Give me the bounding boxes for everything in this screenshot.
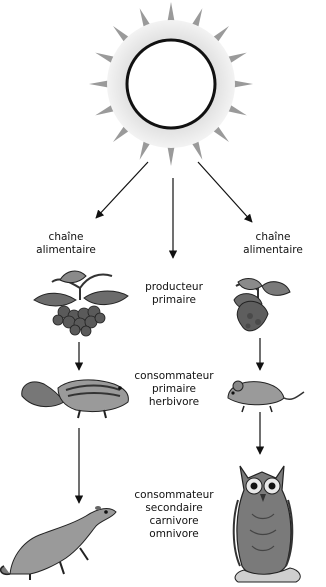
label-line: chaîne [228,231,318,244]
label-line: omnivore [124,528,224,541]
label-line: chaîne [22,231,110,244]
arrow-sun-left [96,162,148,218]
label-line: carnivore [124,515,224,528]
label-line: secondaire [124,502,224,515]
label-secondary-consumer: consommateur secondaire carnivore omnivo… [124,489,224,541]
label-chain-right: chaîne alimentaire [228,231,318,257]
leafy-plant-icon [234,279,290,331]
label-producer: producteur primaire [129,281,219,307]
label-line: alimentaire [228,244,318,257]
chipmunk-icon [22,380,129,418]
label-chain-left: chaîne alimentaire [22,231,110,257]
label-line: alimentaire [22,244,110,257]
label-line: producteur [129,281,219,294]
label-line: consommateur [124,489,224,502]
owl-icon [234,466,301,582]
sun-icon [89,2,253,166]
label-line: primaire [124,383,224,396]
mouse-icon [228,381,304,412]
label-line: consommateur [124,370,224,383]
berry-plant-icon [34,271,128,336]
weasel-icon [1,506,116,580]
label-line: herbivore [124,396,224,409]
label-line: primaire [129,294,219,307]
arrow-sun-right [198,162,252,222]
label-primary-consumer: consommateur primaire herbivore [124,370,224,409]
